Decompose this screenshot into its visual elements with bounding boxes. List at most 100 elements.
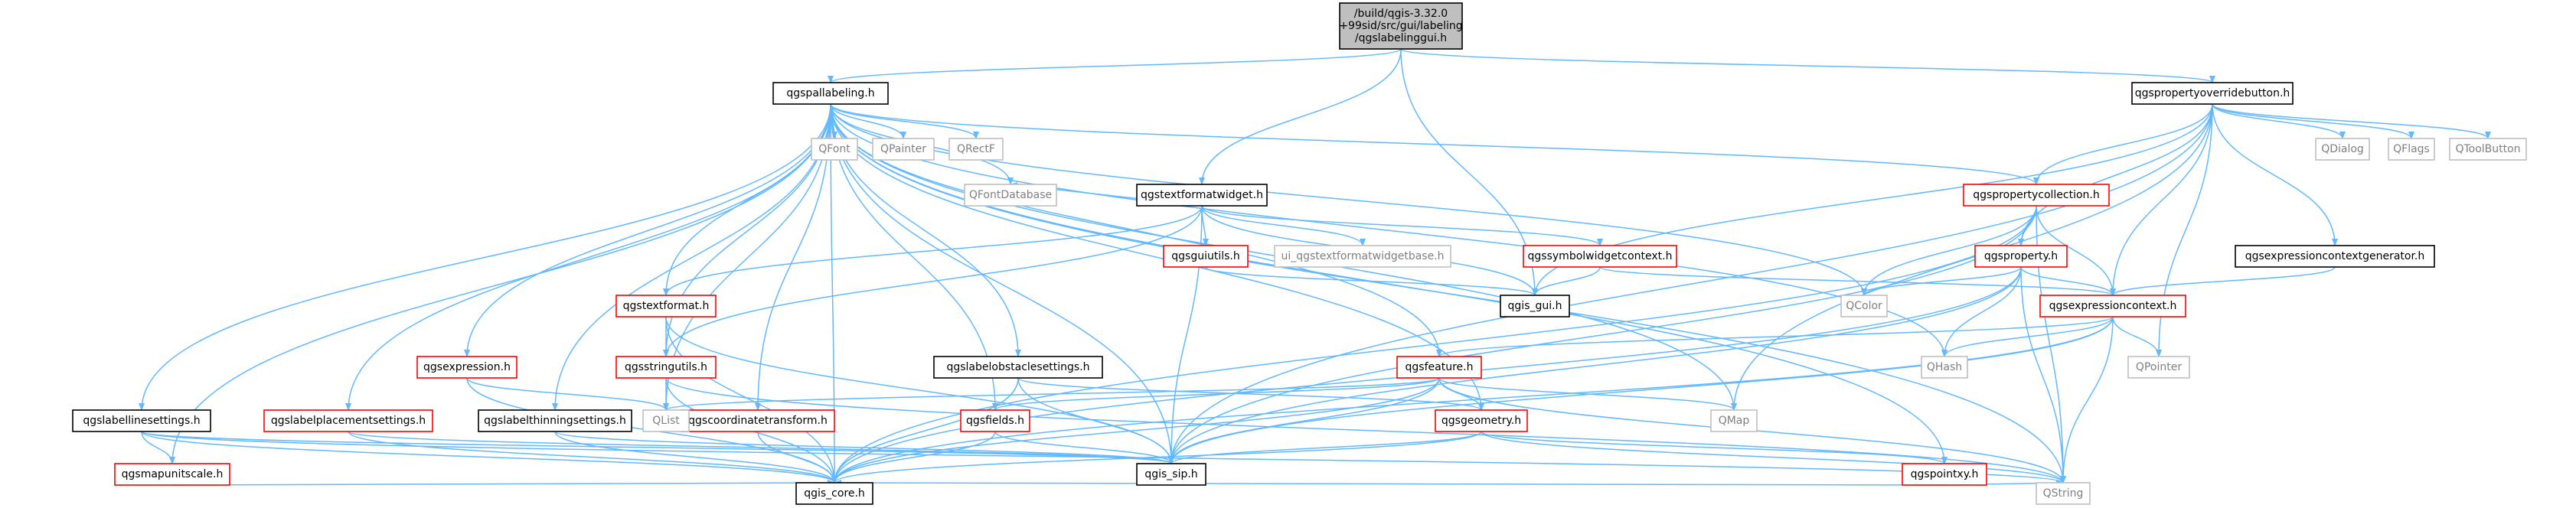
node-qgspropertyoverridebutton-label: qgspropertyoverridebutton.h <box>2135 87 2290 99</box>
node-qgsfeature[interactable]: qgsfeature.h <box>1396 356 1482 379</box>
edge-qgspallabeling-to-qgslabelthinningsettings <box>552 103 831 411</box>
edge-qgsfeature-to-qgis_sip <box>1168 377 1440 464</box>
node-qgsgeometry-box <box>1435 409 1528 432</box>
node-qgis_core[interactable]: qgis_core.h <box>795 482 873 505</box>
node-root[interactable]: /build/qgis-3.32.0+99sid/src/gui/labelin… <box>1339 2 1463 50</box>
node-qpainter-label: QPainter <box>880 143 926 155</box>
node-qgslabelobstaclesettings[interactable]: qgslabelobstaclesettings.h <box>933 356 1103 379</box>
node-qgsmapunitscale[interactable]: qgsmapunitscale.h <box>114 463 230 486</box>
node-qgsexpression-label: qgsexpression.h <box>423 361 511 373</box>
node-qdialog: QDialog <box>2315 138 2370 161</box>
node-qmap-label: QMap <box>1719 415 1750 427</box>
node-qtoolbutton-box <box>2449 138 2527 161</box>
node-qgis_gui-label: qgis_gui.h <box>1508 300 1562 312</box>
node-qgslabelplacementsettings-label: qgslabelplacementsettings.h <box>271 415 426 427</box>
edge-qgsproperty-to-qhash <box>1941 266 2022 357</box>
node-qgsexpression-box <box>416 356 517 379</box>
node-qgslabelplacementsettings[interactable]: qgslabelplacementsettings.h <box>263 409 433 432</box>
edge-qgsexpressioncontext-to-qgsfeature <box>1436 316 2114 357</box>
node-qgsfeature-label: qgsfeature.h <box>1406 361 1474 373</box>
edge-qgspropertyoverridebutton-to-qtoolbutton <box>2212 103 2491 139</box>
node-qtoolbutton-label: QToolButton <box>2455 143 2520 155</box>
edge-qgstextformatwidget-to-ui_qgstextformatwidgetbase <box>1201 205 1366 246</box>
edge-qgspallabeling-to-qpainter <box>830 103 906 139</box>
node-qgstextformatwidget[interactable]: qgstextformatwidget.h <box>1136 184 1268 207</box>
node-qgis_sip[interactable]: qgis_sip.h <box>1136 463 1206 486</box>
edge-qgsgeometry-to-qgspointxy <box>1481 431 1948 464</box>
node-qgslabelthinningsettings[interactable]: qgslabelthinningsettings.h <box>478 409 632 432</box>
edge-root-to-qgstextformatwidget <box>1199 48 1402 185</box>
node-qgsexpressioncontextgenerator[interactable]: qgsexpressioncontextgenerator.h <box>2235 245 2435 268</box>
node-qgsproperty-box <box>1974 245 2068 268</box>
edge-qgspallabeling-to-qstring <box>830 103 2066 484</box>
node-ui_qgstextformatwidgetbase-label: ui_qgstextformatwidgetbase.h <box>1281 250 1444 262</box>
edge-qgspallabeling-to-qgsexpression <box>464 103 831 357</box>
node-qpainter-box <box>872 138 935 161</box>
node-qgscoordinatetransform-label: qgscoordinatetransform.h <box>688 415 828 427</box>
node-qgsproperty[interactable]: qgsproperty.h <box>1974 245 2068 268</box>
edge-qgscoordinatetransform-to-qgis_core <box>757 431 837 484</box>
node-qgstextformat[interactable]: qgstextformat.h <box>615 295 717 318</box>
node-root-box <box>1339 2 1463 50</box>
edge-qgslabelplacementsettings-to-qgis_core <box>348 431 837 484</box>
edge-qgsfeature-to-qmap <box>1438 377 1737 411</box>
node-qtoolbutton: QToolButton <box>2449 138 2527 161</box>
node-qgspallabeling[interactable]: qgspallabeling.h <box>772 82 889 105</box>
node-qgsfeature-box <box>1396 356 1482 379</box>
node-qgsproperty-label: qgsproperty.h <box>1984 250 2058 262</box>
node-qgscoordinatetransform[interactable]: qgscoordinatetransform.h <box>681 409 835 432</box>
node-qgsstringutils[interactable]: qgsstringutils.h <box>615 356 717 379</box>
edge-qgsexpressioncontext-to-qhash <box>1941 316 2114 357</box>
node-qgspropertyoverridebutton[interactable]: qgspropertyoverridebutton.h <box>2131 82 2294 105</box>
node-qlist-label: QList <box>652 415 680 427</box>
node-qgssymbolwidgetcontext[interactable]: qgssymbolwidgetcontext.h <box>1523 245 1677 268</box>
node-qmap-box <box>1710 409 1758 432</box>
edge-qgsgeometry-to-qgis_core <box>831 431 1482 484</box>
node-qfont-box <box>811 138 858 161</box>
edge-qgssymbolwidgetcontext-to-qgsexpressioncontext <box>1599 266 2116 296</box>
edge-qgslabellinesettings-to-qgis_core <box>141 431 837 484</box>
node-qgstextformat-label: qgstextformat.h <box>623 300 710 312</box>
node-qgslabellinesettings[interactable]: qgslabellinesettings.h <box>72 409 211 432</box>
node-qstring-label: QString <box>2043 487 2084 500</box>
node-qgsguiutils-label: qgsguiutils.h <box>1171 250 1239 262</box>
node-qgspointxy[interactable]: qgspointxy.h <box>1902 463 1987 486</box>
node-qgstextformatwidget-box <box>1136 184 1268 207</box>
edge-qgsgeometry-to-qstring <box>1481 431 2066 484</box>
node-qgscoordinatetransform-box <box>681 409 835 432</box>
node-qpointer-label: QPointer <box>2136 361 2182 373</box>
edge-qgsexpression-to-qlist <box>466 377 669 411</box>
node-qgsfields[interactable]: qgsfields.h <box>960 409 1030 432</box>
node-qgspropertycollection[interactable]: qgspropertycollection.h <box>1963 184 2110 207</box>
edge-qgsproperty-to-qgsexpressioncontext <box>2020 266 2116 296</box>
node-qcolor: QColor <box>1840 295 1888 318</box>
node-qgsexpressioncontextgenerator-label: qgsexpressioncontextgenerator.h <box>2245 250 2425 262</box>
node-qgslabelthinningsettings-label: qgslabelthinningsettings.h <box>484 415 626 427</box>
edge-qgspointxy-to-qgis_core <box>834 480 1945 487</box>
edge-qgslabellinesettings-to-qgis_sip <box>141 431 1174 464</box>
node-qgsmapunitscale-label: qgsmapunitscale.h <box>122 468 224 480</box>
node-qfont: QFont <box>811 138 858 161</box>
edge-qgspropertyoverridebutton-to-qgsexpressioncontextgenerator <box>2212 103 2338 246</box>
edge-qgspropertyoverridebutton-to-qgsexpressioncontext <box>2110 103 2213 296</box>
node-qrectf: QRectF <box>948 138 1004 161</box>
edge-qgstextformatwidget-to-qgstextformat <box>663 205 1203 296</box>
node-qlist: QList <box>642 409 690 432</box>
node-qgstextformat-box <box>615 295 717 318</box>
node-qgis_gui[interactable]: qgis_gui.h <box>1500 295 1570 318</box>
edge-qgspropertyoverridebutton-to-qgspropertycollection <box>2033 103 2213 185</box>
node-qgsfields-box <box>960 409 1030 432</box>
node-qgsexpression[interactable]: qgsexpression.h <box>416 356 517 379</box>
edge-qgslabelthinningsettings-to-qgis_core <box>554 431 837 484</box>
node-qgsexpressioncontext-label: qgsexpressioncontext.h <box>2049 300 2177 312</box>
node-qgsguiutils[interactable]: qgsguiutils.h <box>1163 245 1249 268</box>
edge-qgspallabeling-to-qgstextformat <box>663 103 831 296</box>
node-qgsgeometry[interactable]: qgsgeometry.h <box>1435 409 1528 432</box>
node-qgslabelobstaclesettings-label: qgslabelobstaclesettings.h <box>946 361 1089 373</box>
node-qstring: QString <box>2036 482 2091 505</box>
node-qgslabellinesettings-label: qgslabellinesettings.h <box>83 415 200 427</box>
node-qgsexpressioncontext[interactable]: qgsexpressioncontext.h <box>2039 295 2186 318</box>
node-qcolor-box <box>1840 295 1888 318</box>
node-qgsgeometry-label: qgsgeometry.h <box>1441 415 1521 427</box>
